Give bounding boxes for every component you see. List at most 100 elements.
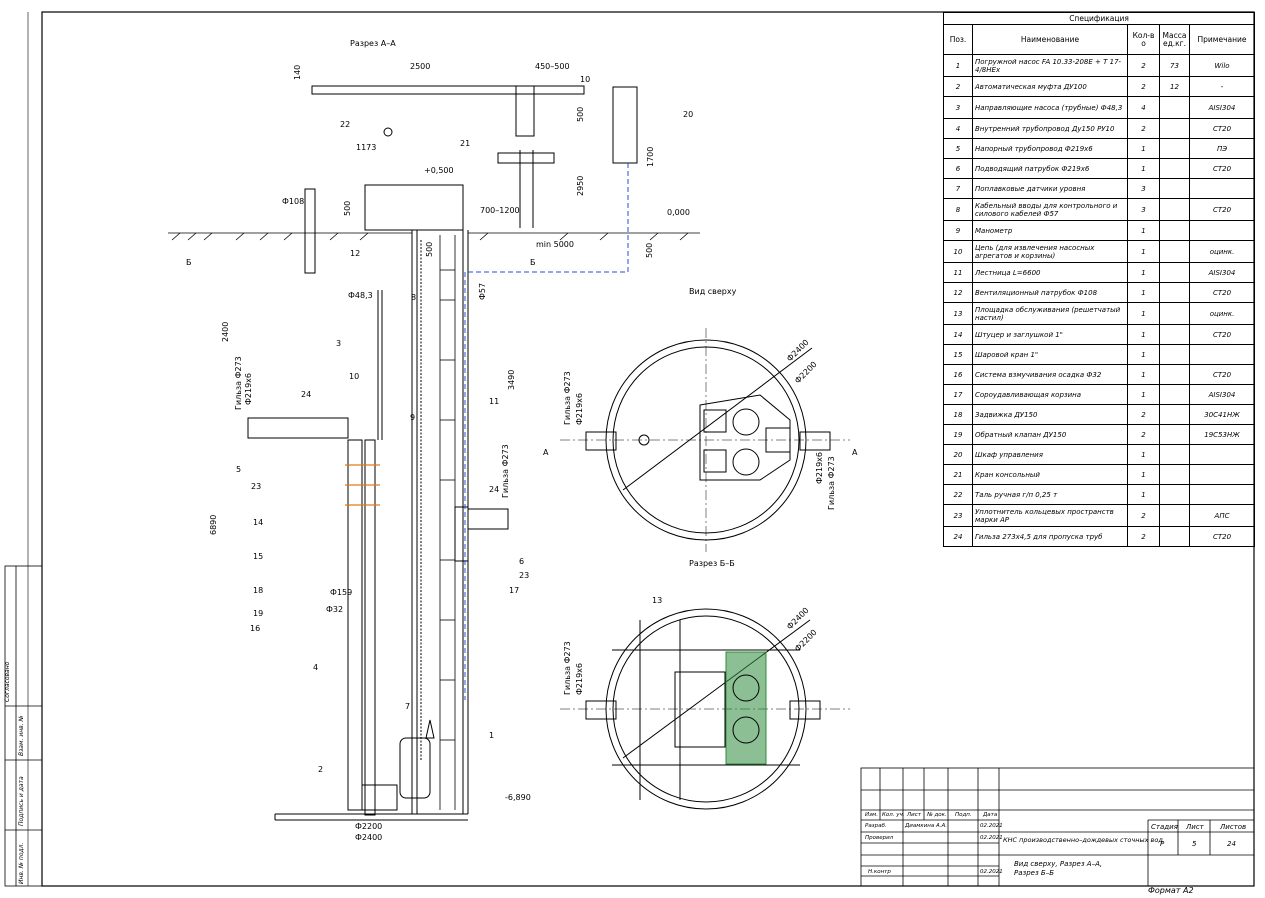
spec-cell-mass: 73 [1159, 54, 1190, 77]
tb-lists: 24 [1227, 840, 1236, 848]
svg-text:17: 17 [509, 586, 519, 595]
svg-text:Гильза Ф273: Гильза Ф273 [563, 371, 572, 425]
svg-text:7: 7 [405, 702, 410, 711]
svg-text:3: 3 [336, 339, 341, 348]
svg-text:Ф2200: Ф2200 [793, 628, 819, 654]
svg-text:1: 1 [489, 731, 494, 740]
spec-cell-name: Система взмучивания осадка Ф32 [972, 364, 1128, 385]
spec-cell-pos: 21 [943, 464, 973, 485]
spec-cell-name: Напорный трубопровод Ф219х6 [972, 138, 1128, 159]
spec-cell-name: Поплавковые датчики уровня [972, 178, 1128, 199]
svg-text:24: 24 [489, 485, 499, 494]
section-aa-label: Разрез А–А [350, 39, 396, 48]
spec-cell-pos: 18 [943, 404, 973, 425]
spec-cell-qty: 1 [1127, 364, 1160, 385]
spec-cell-note: СТ20 [1188, 364, 1256, 385]
spec-cell-mass [1159, 364, 1190, 385]
spec-cell-mass [1159, 324, 1190, 345]
spec-cell-mass [1159, 282, 1190, 303]
svg-text:500: 500 [343, 201, 352, 216]
tb-prov: Проверил [865, 835, 894, 841]
svg-text:Ф2200: Ф2200 [355, 822, 382, 831]
svg-text:450–500: 450–500 [535, 62, 570, 71]
spec-cell-name: Манометр [972, 220, 1128, 241]
spec-cell-mass [1159, 424, 1190, 445]
tb-hdr-podp: Подп. [955, 812, 972, 818]
svg-text:15: 15 [253, 552, 263, 561]
ground-line [168, 232, 700, 241]
svg-text:11: 11 [489, 397, 499, 406]
spec-cell-mass [1159, 96, 1190, 119]
spec-cell-mass [1159, 220, 1190, 241]
tb-prov-date: 02.2021 [980, 835, 1003, 841]
spec-cell-pos: 5 [943, 138, 973, 159]
tb-stage: Р [1160, 840, 1165, 848]
svg-text:1173: 1173 [356, 143, 376, 152]
tb-list: 5 [1192, 840, 1197, 848]
spec-cell-note [1188, 484, 1256, 505]
spec-cell-qty: 2 [1127, 118, 1160, 139]
tb-project: КНС производственно–дождевых сточных вод [1003, 836, 1163, 844]
svg-text:2: 2 [318, 765, 323, 774]
spec-cell-pos: 6 [943, 158, 973, 179]
svg-text:23: 23 [251, 482, 261, 491]
spec-cell-qty: 2 [1127, 76, 1160, 97]
spec-cell-qty: 1 [1127, 240, 1160, 263]
spec-cell-name: Автоматическая муфта ДУ100 [972, 76, 1128, 97]
spec-cell-qty: 2 [1127, 404, 1160, 425]
svg-text:Ф57: Ф57 [478, 283, 487, 300]
spec-cell-mass [1159, 262, 1190, 283]
svg-text:12: 12 [350, 249, 360, 258]
section-bb-label: Разрез Б–Б [689, 559, 735, 568]
spec-cell-note: 19С53НЖ [1188, 424, 1256, 445]
spec-cell-mass [1159, 464, 1190, 485]
spec-cell-mass [1159, 526, 1190, 547]
spec-cell-pos: 8 [943, 198, 973, 221]
svg-text:500: 500 [576, 107, 585, 122]
tb-razrab: Разраб. [865, 823, 887, 829]
svg-text:4: 4 [313, 663, 318, 672]
spec-cell-mass [1159, 404, 1190, 425]
spec-cell-note [1188, 220, 1256, 241]
spec-cell-note [1188, 444, 1256, 465]
svg-text:Б: Б [186, 258, 192, 267]
svg-text:Ф219х6: Ф219х6 [575, 663, 584, 695]
spec-cell-qty: 1 [1127, 158, 1160, 179]
spec-cell-pos: 17 [943, 384, 973, 405]
tb-hdr-list: Лист [907, 812, 921, 818]
svg-text:21: 21 [460, 139, 470, 148]
svg-text:А: А [543, 448, 549, 457]
spec-cell-pos: 9 [943, 220, 973, 241]
spec-cell-name: Цепь (для извлечения насосных агрегатов … [972, 240, 1128, 263]
spec-cell-mass [1159, 384, 1190, 405]
svg-text:10: 10 [580, 75, 590, 84]
spec-cell-pos: 23 [943, 504, 973, 527]
svg-text:8: 8 [411, 293, 416, 302]
spec-cell-qty: 1 [1127, 344, 1160, 365]
svg-text:2500: 2500 [410, 62, 430, 71]
spec-cell-note: 30С41НЖ [1188, 404, 1256, 425]
svg-text:+0,500: +0,500 [424, 166, 454, 175]
spec-cell-pos: 3 [943, 96, 973, 119]
spec-cell-note: СТ20 [1188, 118, 1256, 139]
spec-cell-qty: 2 [1127, 504, 1160, 527]
svg-text:Ф219х6: Ф219х6 [575, 393, 584, 425]
hoist [383, 127, 393, 137]
svg-text:20: 20 [683, 110, 693, 119]
svg-text:19: 19 [253, 609, 263, 618]
tb-razrab-date: 02.2021 [980, 823, 1003, 829]
ladder [439, 235, 456, 810]
svg-text:2950: 2950 [576, 176, 585, 196]
spec-cell-mass [1159, 344, 1190, 365]
